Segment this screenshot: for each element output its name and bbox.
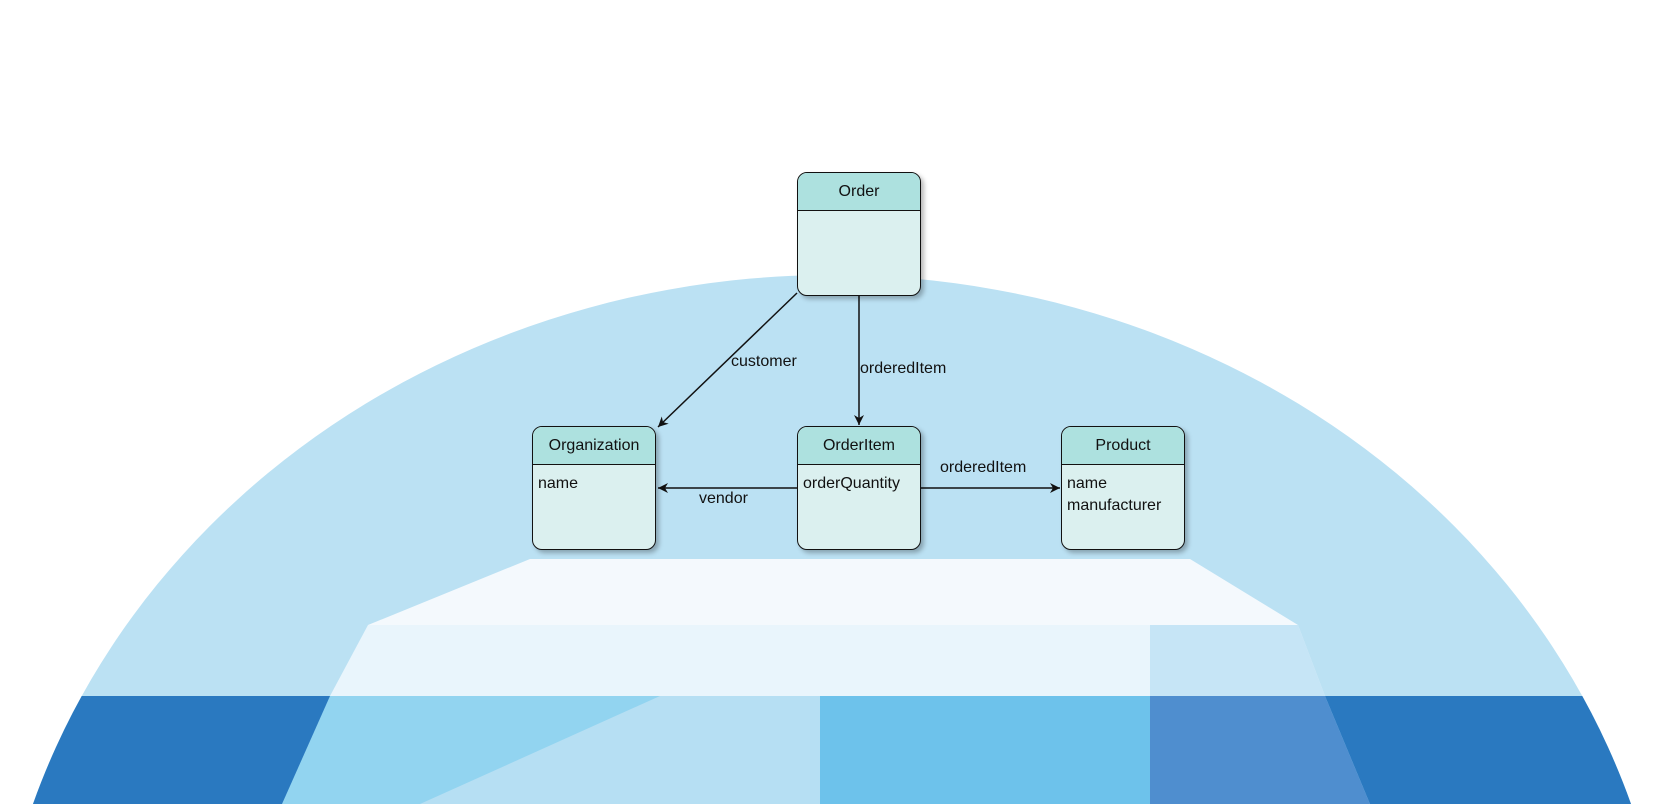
platform-side: [1150, 625, 1325, 696]
attribute: name: [1067, 475, 1108, 492]
node-orderitem[interactable]: OrderItem orderQuantity: [797, 426, 921, 550]
light-band-panel: [420, 696, 820, 804]
edge-label-ordereditem: orderedItem: [940, 459, 1027, 476]
node-title: Product: [1062, 427, 1184, 465]
edge-customer: [657, 292, 798, 428]
platform-front: [330, 625, 1325, 696]
node-attributes: name: [533, 465, 655, 495]
mid-band-panel: [820, 696, 1150, 804]
node-order[interactable]: Order: [797, 172, 921, 296]
attribute: orderQuantity: [803, 475, 900, 492]
edge-label-ordereditem: orderedItem: [860, 360, 947, 377]
node-attributes: [798, 211, 920, 219]
node-organization[interactable]: Organization name: [532, 426, 656, 550]
band-panel: [1150, 696, 1370, 804]
attribute: name: [538, 475, 579, 492]
node-title: Order: [798, 173, 920, 211]
attribute: manufacturer: [1067, 497, 1162, 514]
node-title: OrderItem: [798, 427, 920, 465]
edge-label-customer: customer: [731, 353, 797, 370]
platform-top: [368, 559, 1298, 625]
node-product[interactable]: Product name manufacturer: [1061, 426, 1185, 550]
node-attributes: orderQuantity: [798, 465, 920, 495]
node-attributes: name manufacturer: [1062, 465, 1184, 517]
edge-label-vendor: vendor: [699, 490, 748, 507]
node-title: Organization: [533, 427, 655, 465]
